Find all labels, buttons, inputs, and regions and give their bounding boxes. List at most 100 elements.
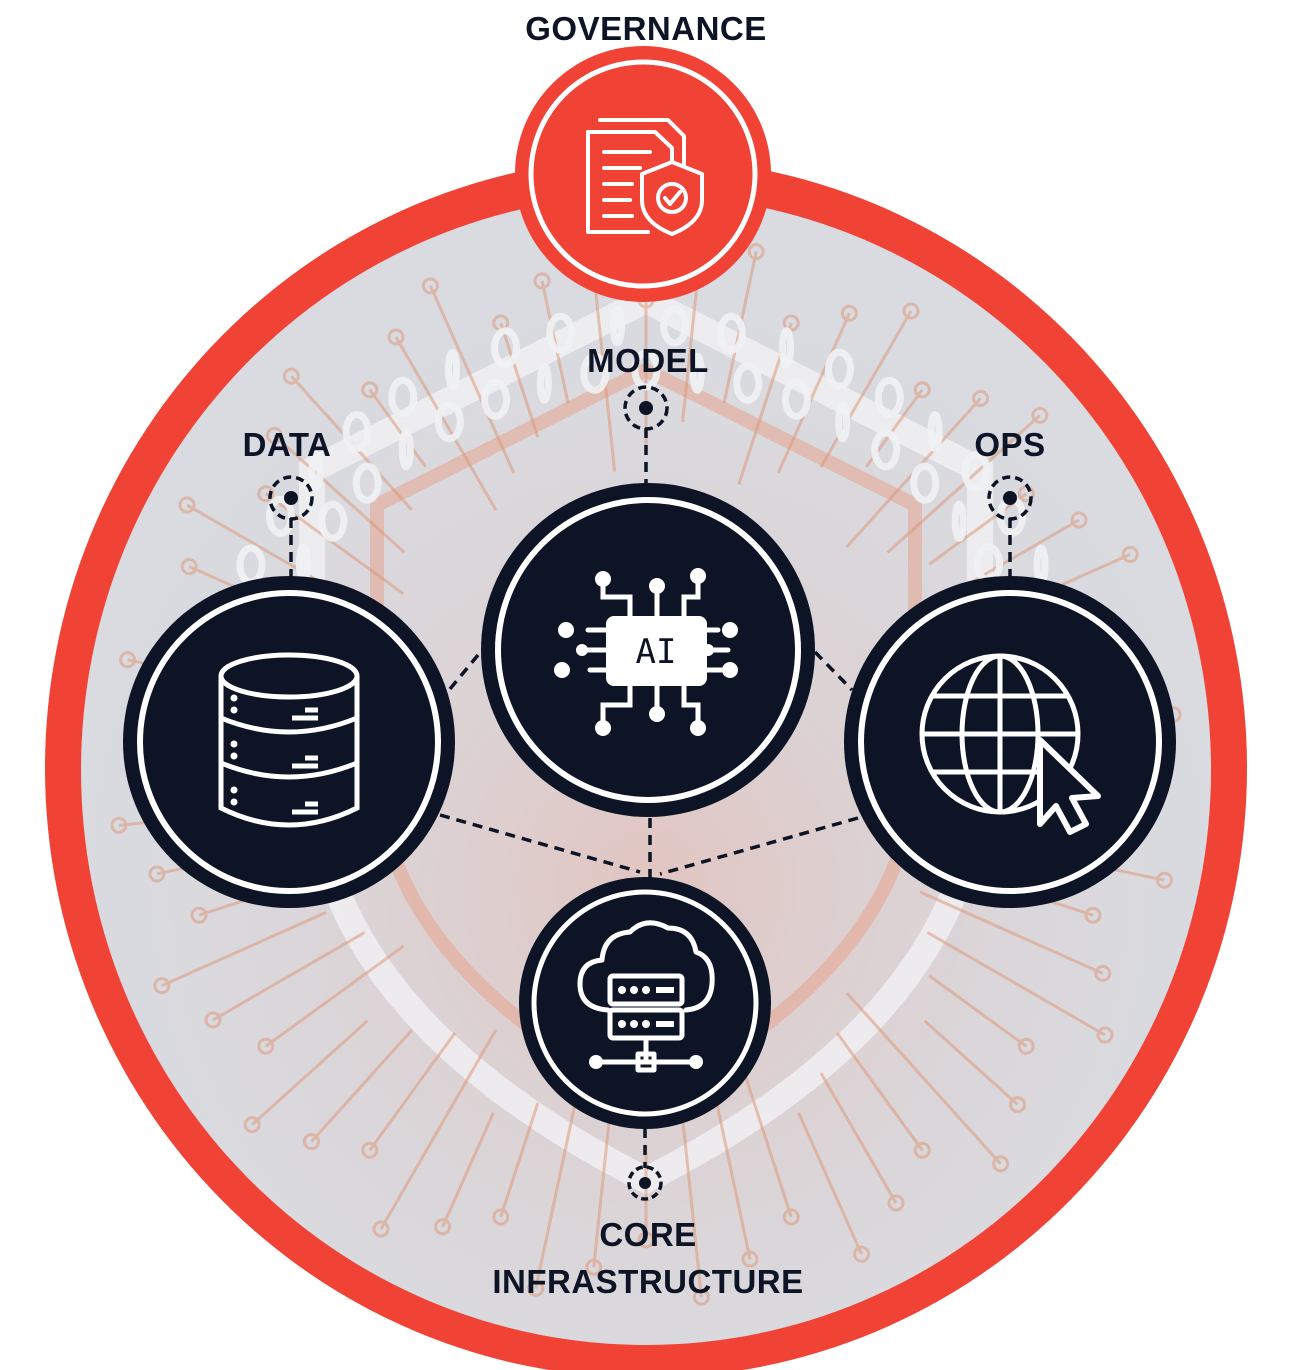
circuit-node xyxy=(782,314,800,332)
circuit-node xyxy=(257,1037,275,1055)
circuit-node xyxy=(434,1218,452,1236)
ops-label: OPS xyxy=(974,426,1045,463)
circuit-node xyxy=(243,1116,261,1134)
circuit-trace xyxy=(273,434,406,554)
connector-lines xyxy=(289,428,1012,1168)
circuit-node xyxy=(1031,406,1049,424)
governance-label: GOVERNANCE xyxy=(525,10,767,47)
circuit-trace xyxy=(919,890,1104,975)
circuit-trace xyxy=(845,991,1002,1165)
core-infrastructure-node xyxy=(519,877,771,1129)
circuit-trace xyxy=(797,1111,863,1255)
binary-digit-glyph xyxy=(308,450,324,492)
circuit-node xyxy=(637,1231,655,1249)
circuit-node xyxy=(421,277,439,295)
data-node xyxy=(123,576,455,908)
circuit-node xyxy=(119,651,137,669)
target-marker-core xyxy=(627,1165,663,1201)
circuit-trace xyxy=(379,1029,498,1230)
cursor-icon xyxy=(1037,737,1101,835)
circuit-trace xyxy=(819,310,913,468)
circuit-node xyxy=(372,1220,390,1238)
target-marker-ops xyxy=(987,475,1033,521)
globe-cursor-icon xyxy=(919,653,1081,815)
circuit-node xyxy=(361,1141,379,1159)
circuit-node xyxy=(741,1250,759,1268)
binary-digit-glyph xyxy=(398,429,414,471)
database-icon xyxy=(218,652,360,828)
circuit-trace xyxy=(429,285,516,474)
binary-digit-glyph xyxy=(779,327,795,369)
circuit-trace xyxy=(681,272,700,423)
circuit-trace xyxy=(926,931,1106,1037)
circuit-trace xyxy=(499,322,540,438)
circuit-node xyxy=(302,1133,320,1151)
circuit-trace xyxy=(970,518,1080,584)
circuit-node xyxy=(204,1011,222,1029)
circuit-trace xyxy=(264,945,405,1048)
circuit-node xyxy=(361,381,379,399)
circuit-node xyxy=(1009,1096,1027,1114)
circuit-node xyxy=(527,1279,545,1297)
binary-digit-glyph xyxy=(445,348,461,390)
circuit-node xyxy=(257,485,275,503)
circuit-trace xyxy=(499,1102,540,1218)
circuit-trace xyxy=(310,1029,413,1143)
circuit-trace xyxy=(368,388,427,468)
cloud-server-icon xyxy=(577,920,715,1073)
circuit-node xyxy=(533,272,551,290)
binary-digit-glyph xyxy=(388,376,418,418)
target-marker-data xyxy=(268,475,314,521)
binary-digit-glyph xyxy=(481,378,511,420)
binary-digit-glyph xyxy=(536,362,552,404)
circuit-node xyxy=(1155,871,1173,889)
circuit-node xyxy=(492,1208,510,1226)
binary-digit-glyph xyxy=(660,305,690,347)
circuit-trace xyxy=(712,1087,752,1260)
binary-digit-glyph xyxy=(733,362,763,404)
circuit-trace xyxy=(368,1032,457,1152)
circuit-node xyxy=(110,816,128,834)
circuit-trace xyxy=(737,1054,793,1218)
governance-node xyxy=(515,46,771,302)
binary-digit-glyph xyxy=(871,429,901,471)
circuit-node xyxy=(972,389,990,407)
binary-digit-glyph xyxy=(835,401,851,443)
binary-digit-glyph xyxy=(434,401,464,443)
circuit-node xyxy=(1121,545,1139,563)
core-label-line1: CORE xyxy=(599,1216,696,1253)
binary-digit-glyph xyxy=(609,305,625,347)
circuit-trace xyxy=(441,1111,495,1228)
binary-digit-glyph xyxy=(546,312,576,354)
data-label: DATA xyxy=(243,426,332,463)
binary-digit-glyph xyxy=(580,352,610,394)
binary-digit-glyph xyxy=(716,312,746,354)
circuit-node xyxy=(153,977,171,995)
binary-digit-glyph xyxy=(781,378,811,420)
circuit-trace xyxy=(681,1117,703,1298)
circuit-trace xyxy=(835,1032,924,1152)
binary-digit-glyph xyxy=(927,411,943,453)
circuit-node xyxy=(180,558,198,576)
binary-digit-glyph xyxy=(490,327,520,369)
circuit-node xyxy=(853,1245,871,1263)
circuit-node xyxy=(585,1258,603,1276)
ai-chip-text: AI xyxy=(636,632,677,672)
circuit-node xyxy=(913,1141,931,1159)
circuit-node xyxy=(1096,1026,1114,1044)
circuit-node xyxy=(887,1194,905,1212)
circuit-trace xyxy=(928,974,1028,1048)
binary-digit-glyph xyxy=(874,376,904,418)
circuit-trace xyxy=(212,931,366,1022)
circuit-node xyxy=(1017,1037,1035,1055)
circuit-node xyxy=(1094,964,1112,982)
binary-digit-glyph xyxy=(951,500,967,542)
circuit-node xyxy=(782,1208,800,1226)
circuit-trace xyxy=(161,910,327,987)
binary-digit-glyph xyxy=(342,411,372,453)
ai-chip-icon xyxy=(579,579,731,725)
circuit-node xyxy=(282,367,300,385)
circuit-node xyxy=(992,1155,1010,1173)
circuit-node xyxy=(178,496,196,514)
